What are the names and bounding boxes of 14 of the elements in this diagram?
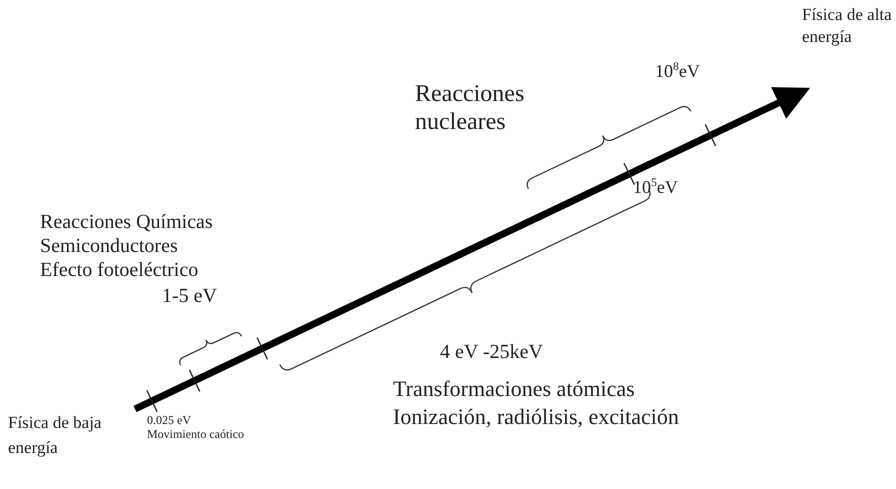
scale-value: 1-5 eV xyxy=(162,284,217,308)
scale-value: 10$^{8}$eV xyxy=(655,60,700,82)
range-label: Efecto fotoeléctrico xyxy=(40,258,198,282)
end-label: Física de alta energía xyxy=(802,4,893,48)
scale-value: 0.025 eV xyxy=(147,413,191,427)
range-label: Ionización, radiólisis, excitación xyxy=(393,404,679,430)
range-label: Semiconductores xyxy=(40,234,178,258)
scale-value: 4 eV -25keV xyxy=(440,340,543,364)
range-label: Movimiento caótico xyxy=(147,427,244,441)
range-label: Transformaciones atómicas xyxy=(393,376,635,402)
end-label: Física de baja energía xyxy=(8,412,102,459)
range-label: Reacciones nucleares xyxy=(415,80,526,136)
range-label: Reacciones Químicas xyxy=(40,210,213,234)
scale-value: 10$^{5}$eV xyxy=(633,176,678,198)
